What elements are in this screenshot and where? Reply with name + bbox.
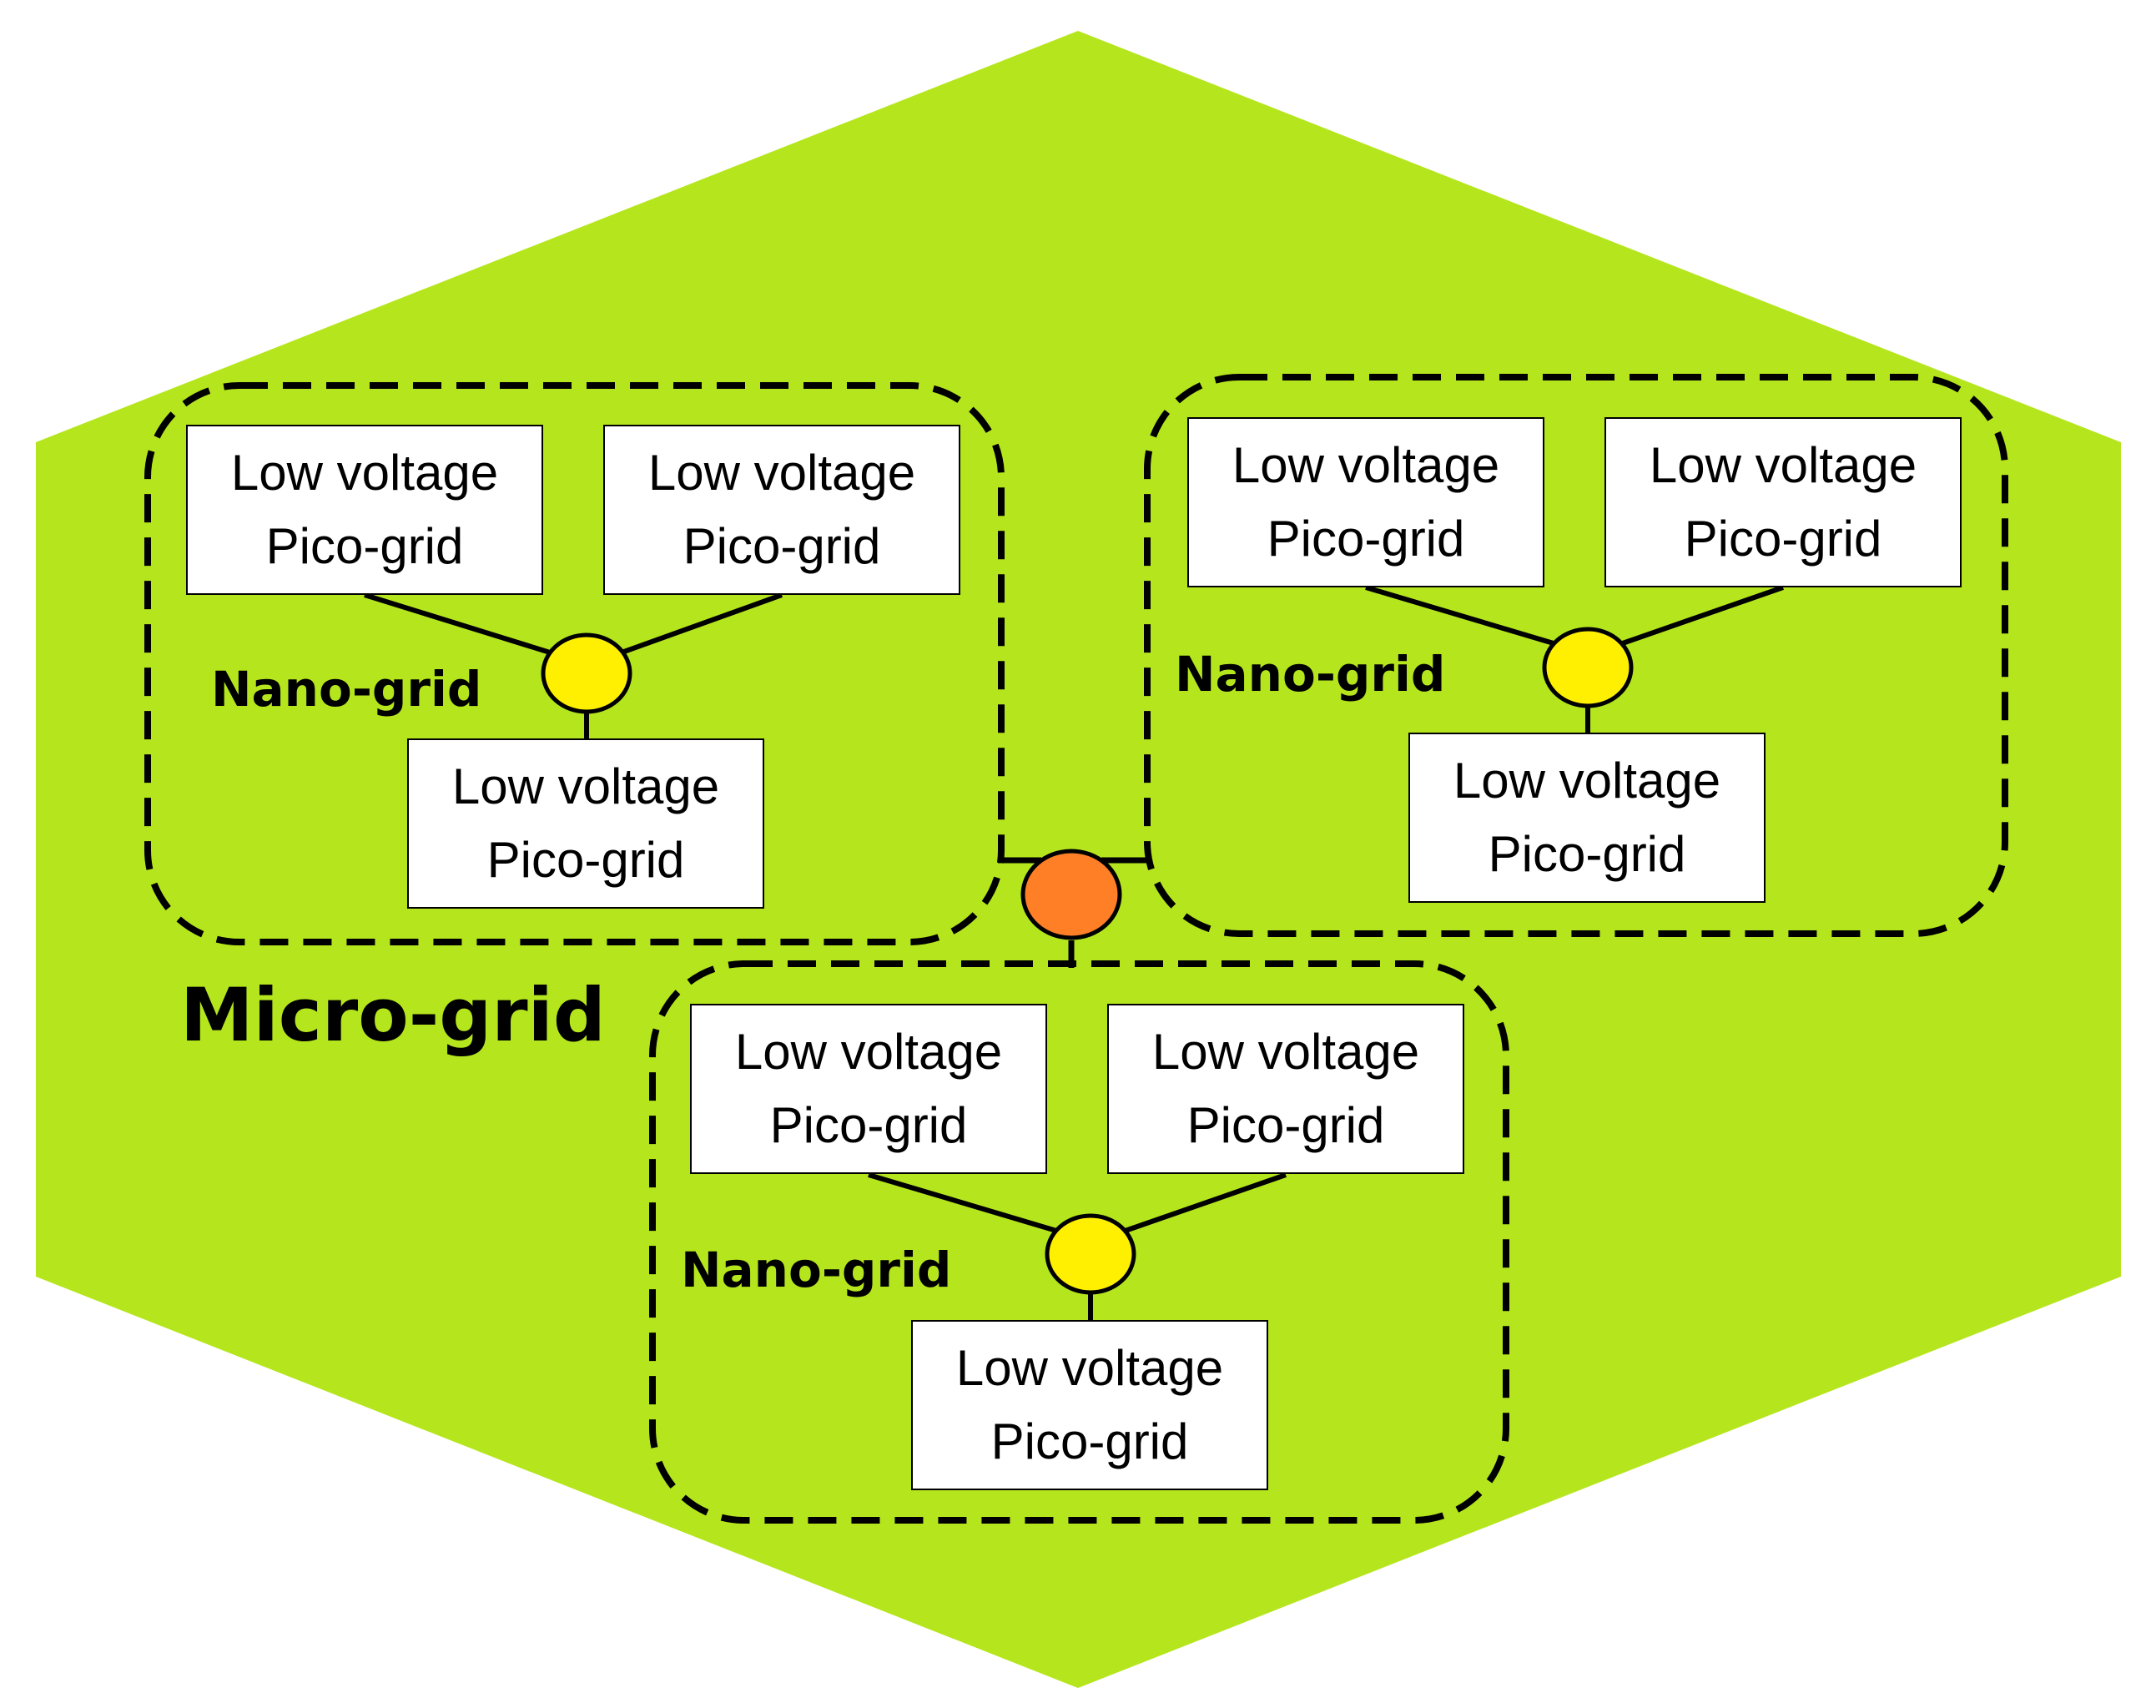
nanogrid-3-node — [1045, 1213, 1136, 1295]
picogrid-label-line2: Pico-grid — [990, 1413, 1189, 1469]
picogrid-label-line2: Pico-grid — [683, 518, 881, 574]
microgrid-label: Micro-grid — [180, 972, 606, 1058]
picogrid-label-line1: Low voltage — [451, 758, 720, 814]
picogrid-label-line1: Low voltage — [1453, 753, 1721, 809]
picogrid-label-line1: Low voltage — [955, 1340, 1224, 1396]
picogrid-label-line2: Pico-grid — [1267, 511, 1465, 567]
picogrid-box: Low voltage Pico-grid — [1107, 1004, 1464, 1174]
nanogrid-label: Nano-grid — [1175, 646, 1446, 703]
microgrid-links — [998, 857, 1150, 968]
picogrid-label-line2: Pico-grid — [1684, 511, 1882, 567]
picogrid-label-line1: Low voltage — [1151, 1024, 1420, 1080]
picogrid-label-line1: Low voltage — [734, 1024, 1003, 1080]
picogrid-label-line2: Pico-grid — [769, 1097, 968, 1153]
microgrid-node — [1020, 849, 1122, 940]
picogrid-label-line1: Low voltage — [647, 445, 916, 501]
nanogrid-2-node — [1542, 627, 1634, 708]
picogrid-box: Low voltage Pico-grid — [690, 1004, 1047, 1174]
picogrid-box: Low voltage Pico-grid — [603, 425, 960, 595]
nanogrid-boundary-2 — [1144, 374, 2008, 937]
picogrid-label-line2: Pico-grid — [1186, 1097, 1385, 1153]
picogrid-label-line1: Low voltage — [1232, 437, 1500, 493]
nanogrid-label: Nano-grid — [211, 661, 482, 718]
nanogrid-boundary-1 — [144, 382, 1005, 945]
nanogrid-1-node — [541, 632, 632, 714]
picogrid-label-line2: Pico-grid — [265, 518, 464, 574]
picogrid-label-line2: Pico-grid — [1488, 826, 1686, 882]
nanogrid-label: Nano-grid — [681, 1242, 952, 1298]
picogrid-box: Low voltage Pico-grid — [186, 425, 543, 595]
picogrid-box: Low voltage Pico-grid — [407, 738, 764, 909]
picogrid-box: Low voltage Pico-grid — [1408, 733, 1766, 903]
picogrid-label-line1: Low voltage — [230, 445, 499, 501]
picogrid-label-line1: Low voltage — [1649, 437, 1917, 493]
picogrid-box: Low voltage Pico-grid — [1604, 417, 1962, 587]
nanogrid-boundary-3 — [649, 960, 1509, 1524]
picogrid-label-line2: Pico-grid — [486, 832, 685, 888]
picogrid-box: Low voltage Pico-grid — [1187, 417, 1544, 587]
picogrid-box: Low voltage Pico-grid — [911, 1320, 1268, 1490]
